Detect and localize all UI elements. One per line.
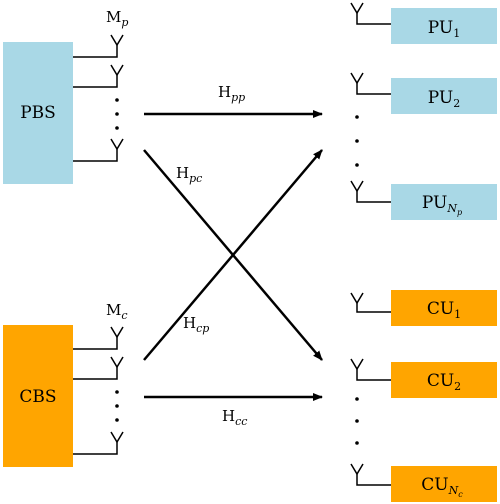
cognitive-user-2: CU2 — [350, 358, 497, 398]
pbs-antenna-count: Mp — [106, 8, 128, 29]
pbs-box — [3, 42, 73, 184]
pu-1-label: PU1 — [428, 18, 460, 40]
pu-2-label: PU2 — [428, 88, 460, 110]
pbs-ellipsis-dot — [115, 112, 119, 116]
cognitive-user-n: CUNc — [350, 463, 497, 502]
cognitive-user-1: CU1 — [350, 290, 497, 326]
cu-1-label: CU1 — [427, 299, 461, 321]
cbs-box — [3, 325, 73, 467]
cu-box — [391, 466, 497, 502]
pbs-label: PBS — [20, 103, 56, 123]
cu-box — [391, 362, 497, 398]
cbs-antenna-array — [73, 326, 124, 455]
primary-user-1: PU1 — [350, 2, 497, 44]
cu-ellipsis-dot — [355, 419, 359, 423]
pu-n-label: PUNp — [422, 193, 462, 217]
pbs-ellipsis-dot — [115, 98, 119, 102]
pu-ellipsis-dot — [355, 139, 359, 143]
cbs-ellipsis-dot — [115, 404, 119, 408]
cbs-label: CBS — [19, 387, 56, 407]
cu-n-label: CUNc — [421, 475, 463, 499]
cbs-ellipsis-dot — [115, 390, 119, 394]
channel-label-pc: Hpc — [176, 164, 202, 185]
cu-2-label: CU2 — [427, 371, 461, 393]
primary-user-n: PUNp — [350, 180, 497, 220]
channel-label-cc: Hcc — [222, 407, 247, 428]
pbs-antenna-array — [73, 34, 124, 162]
cbs-ellipsis-dot — [115, 418, 119, 422]
pu-box — [391, 78, 497, 114]
primary-user-2: PU2 — [350, 72, 497, 114]
cu-ellipsis-dot — [355, 441, 359, 445]
pu-ellipsis-dot — [355, 115, 359, 119]
cbs-antenna-count: Mc — [106, 301, 128, 322]
cu-ellipsis-dot — [355, 397, 359, 401]
pu-box — [391, 8, 497, 44]
pbs-ellipsis-dot — [115, 126, 119, 130]
pu-box — [391, 184, 497, 220]
channel-label-pp: Hpp — [218, 83, 245, 104]
cu-box — [391, 290, 497, 326]
pu-ellipsis-dot — [355, 163, 359, 167]
channel-label-cp: Hcp — [183, 314, 209, 335]
channel-arrow-cp — [143, 149, 323, 361]
